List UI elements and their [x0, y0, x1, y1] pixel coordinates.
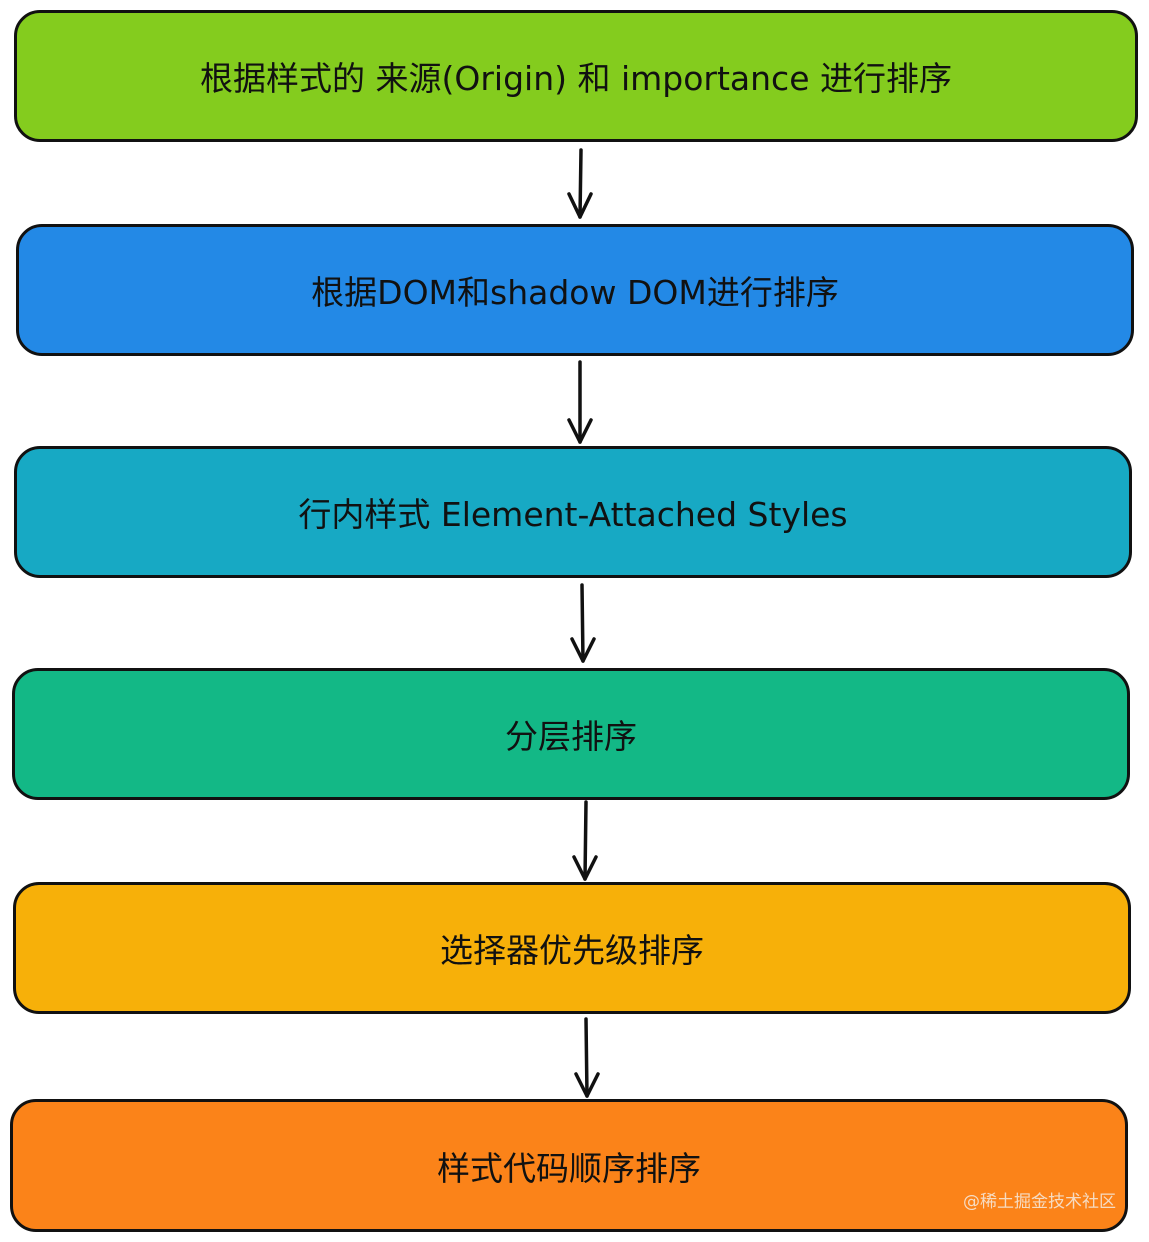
- step-label: 分层排序: [505, 717, 637, 756]
- arrow-down-icon: [574, 1017, 600, 1098]
- step-box-inline-styles: 行内样式 Element-Attached Styles: [14, 446, 1132, 578]
- step-label: 样式代码顺序排序: [437, 1148, 701, 1188]
- arrow-down-icon: [570, 583, 596, 663]
- step-label: 行内样式 Element-Attached Styles: [298, 495, 848, 534]
- watermark: @稀土掘金技术社区: [963, 1192, 1116, 1212]
- step-box-specificity: 选择器优先级排序: [13, 882, 1131, 1014]
- step-label: 选择器优先级排序: [440, 931, 704, 970]
- arrow-down-icon: [572, 800, 598, 881]
- arrow-down-icon: [567, 148, 593, 219]
- step-box-dom-shadow-dom: 根据DOM和shadow DOM进行排序: [16, 224, 1134, 356]
- step-box-layers: 分层排序: [12, 668, 1130, 800]
- step-box-source-order: 样式代码顺序排序: [10, 1099, 1128, 1232]
- step-label: 根据DOM和shadow DOM进行排序: [311, 273, 839, 312]
- arrow-down-icon: [567, 360, 593, 444]
- step-box-origin-importance: 根据样式的 来源(Origin) 和 importance 进行排序: [14, 10, 1138, 142]
- step-label: 根据样式的 来源(Origin) 和 importance 进行排序: [200, 59, 952, 98]
